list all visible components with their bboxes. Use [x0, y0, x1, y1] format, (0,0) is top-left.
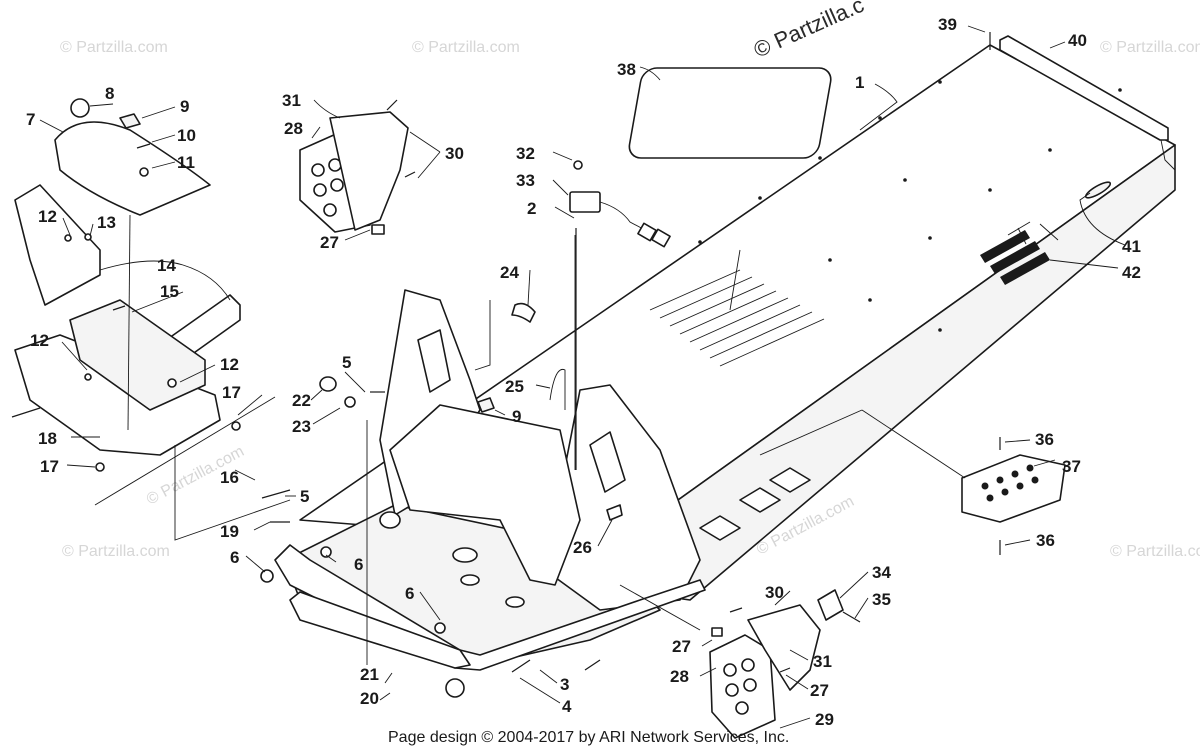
callout: 12 — [30, 331, 49, 350]
belly-pan — [289, 591, 471, 669]
callout: 6 — [230, 548, 239, 567]
steering-cover — [54, 121, 211, 216]
callout: 27 — [672, 637, 691, 656]
callout: 18 — [38, 429, 57, 448]
callout: 7 — [26, 110, 35, 129]
callout: 31 — [813, 652, 832, 671]
right-side-window — [589, 431, 626, 493]
callout: 25 — [505, 377, 524, 396]
callout: 8 — [105, 84, 114, 103]
callout: 14 — [157, 256, 176, 275]
callout-labels: 1 2 3 4 5 5 6 6 6 7 8 9 9 10 11 12 12 12… — [26, 15, 1141, 729]
left-cluster — [11, 98, 241, 472]
callout: 5 — [300, 487, 309, 506]
callout: 9 — [512, 407, 521, 426]
callout: 10 — [177, 126, 196, 145]
harness-module — [569, 191, 601, 213]
snow-flap — [628, 67, 832, 159]
callout: 17 — [40, 457, 59, 476]
left-side-window — [417, 329, 451, 393]
hitch-cover — [329, 111, 409, 231]
side-decal — [1084, 181, 1112, 199]
callout: 12 — [220, 355, 239, 374]
rail-cutouts — [699, 467, 811, 541]
steering-bracket-left — [14, 184, 101, 306]
page-footer: Page design © 2004-2017 by ARI Network S… — [388, 729, 789, 746]
chassis-features — [379, 511, 525, 698]
strap — [511, 302, 536, 323]
callout: 15 — [160, 282, 179, 301]
callout: 5 — [342, 353, 351, 372]
callout: 33 — [516, 171, 535, 190]
callout: 27 — [810, 681, 829, 700]
callout: 36 — [1036, 531, 1055, 550]
callout: 37 — [1062, 457, 1081, 476]
watermark: © Partzilla.com — [60, 39, 168, 56]
callout: 40 — [1068, 31, 1087, 50]
watermark: © Partzilla.com — [62, 543, 170, 560]
pad — [119, 113, 141, 129]
callout: 24 — [500, 263, 519, 282]
callout: 31 — [282, 91, 301, 110]
callout: 17 — [222, 383, 241, 402]
callout: 38 — [617, 60, 636, 79]
rear-bumper-rail — [999, 35, 1169, 141]
xt-decal — [980, 221, 1059, 285]
callout: 16 — [220, 468, 239, 487]
wiring-harness — [569, 160, 671, 470]
hitch-cover-lower — [747, 604, 821, 691]
callout: 1 — [855, 73, 864, 92]
callout: 6 — [354, 555, 363, 574]
callout: 11 — [177, 153, 195, 172]
hitch-bracket-top — [299, 99, 416, 235]
tunnel-vent-slots — [649, 269, 825, 367]
misc-fasteners — [260, 302, 623, 673]
callout: 27 — [320, 233, 339, 252]
leader-lines — [39, 25, 1126, 729]
callout: 28 — [284, 119, 303, 138]
front-chassis — [274, 289, 706, 698]
callout: 35 — [872, 590, 891, 609]
header-watermark: © Partzilla.c — [750, 0, 868, 63]
bulkhead — [389, 404, 581, 586]
callout: 9 — [180, 97, 189, 116]
callout: 21 — [360, 665, 379, 684]
callout: 19 — [220, 522, 239, 541]
callout: 12 — [38, 207, 57, 226]
callout: 29 — [815, 710, 834, 729]
watermark: © Partzilla.com — [1110, 543, 1200, 560]
callout: 6 — [405, 584, 414, 603]
hitch-bracket-bottom — [709, 604, 821, 739]
callout: 32 — [516, 144, 535, 163]
step-plate — [961, 454, 1066, 523]
callout: 42 — [1122, 263, 1141, 282]
knob — [70, 98, 90, 118]
callout: 30 — [765, 583, 784, 602]
callout: 36 — [1035, 430, 1054, 449]
hitch-plate-lower — [709, 634, 776, 739]
callout: 2 — [527, 199, 536, 218]
callout: 13 — [97, 213, 116, 232]
callout: 30 — [445, 144, 464, 163]
callout: 41 — [1122, 237, 1141, 256]
callout: 20 — [360, 689, 379, 708]
watermark: © Partzilla.com — [412, 39, 520, 56]
callout: 3 — [560, 675, 569, 694]
right-parts — [817, 32, 1066, 623]
callout: 26 — [573, 538, 592, 557]
callout: 39 — [938, 15, 957, 34]
callout: 28 — [670, 667, 689, 686]
callout: 34 — [872, 563, 891, 582]
end-cap — [817, 589, 844, 621]
watermark: © Partzilla.com — [1100, 39, 1200, 56]
callout: 23 — [292, 417, 311, 436]
callout: 4 — [562, 697, 572, 716]
tunnel-assembly — [299, 35, 1176, 601]
callout: 22 — [292, 391, 311, 410]
